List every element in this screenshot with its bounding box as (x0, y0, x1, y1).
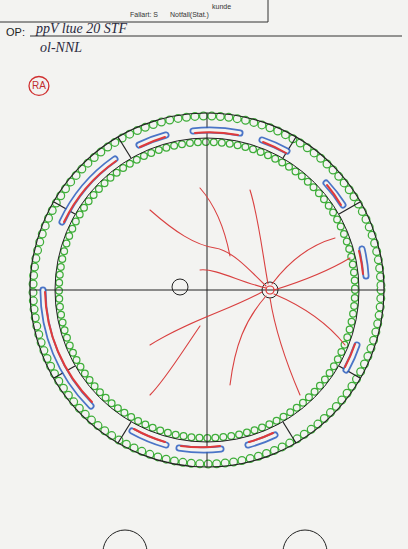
handwritten-note: ol-NNL (40, 40, 82, 56)
eye-marker: RA (28, 75, 50, 97)
header-field: kunde (212, 3, 231, 10)
handwritten-note: ppV ltue 20 STF (36, 21, 127, 37)
header-field: Fallart: S (130, 11, 158, 18)
node-text: RA (32, 80, 46, 91)
header-field: Notfall(Stat.) (170, 11, 209, 18)
form-label: OP: (6, 26, 25, 38)
